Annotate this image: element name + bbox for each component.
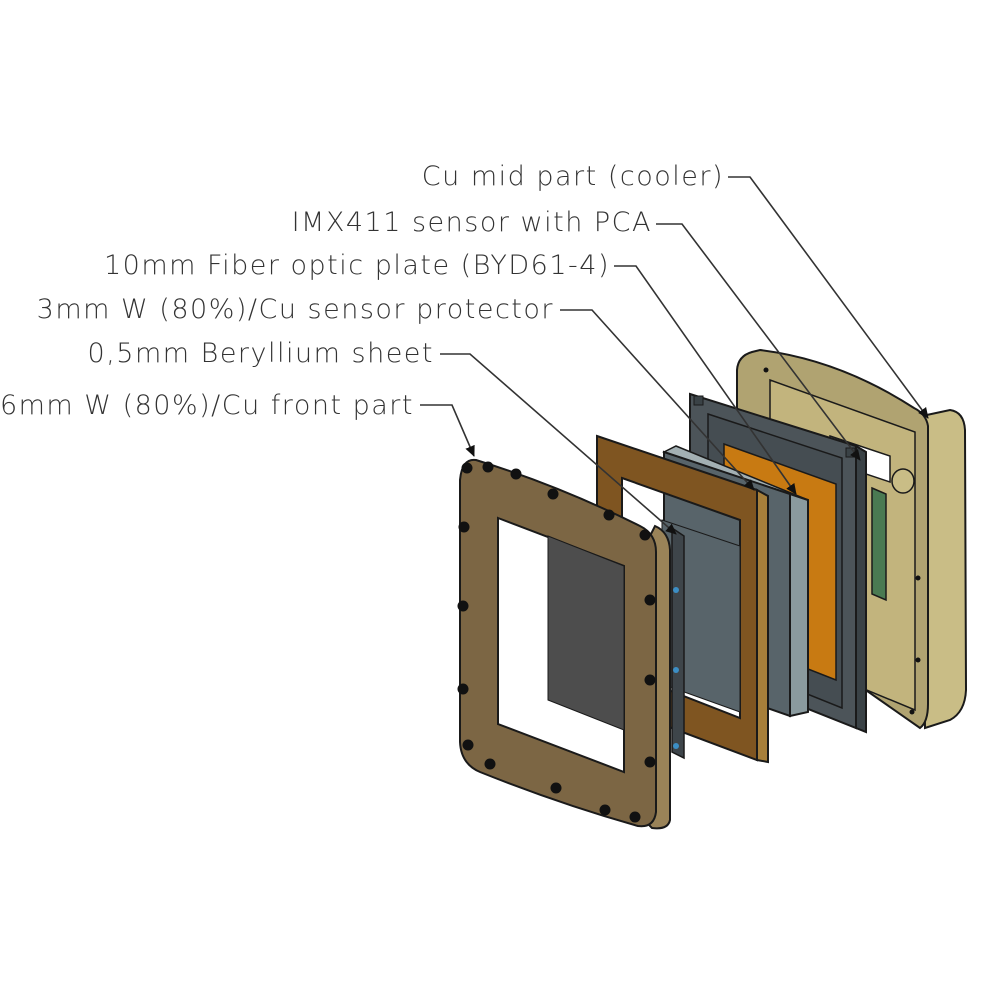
sensor-tab <box>693 395 704 406</box>
cooler-hole <box>909 709 915 715</box>
bolt <box>644 756 656 768</box>
bolt <box>482 461 494 473</box>
bolt <box>599 804 611 816</box>
bolt <box>644 594 656 606</box>
label-fiber: 10mm Fiber optic plate (BYD61-4) <box>103 250 610 281</box>
protector-side <box>789 492 809 718</box>
label-sensor: IMX411 sensor with PCA <box>291 207 652 238</box>
leader-protector <box>560 309 755 491</box>
leader-beryllium <box>440 353 677 535</box>
leader-lines <box>420 176 929 535</box>
bolt <box>457 683 469 695</box>
bolt <box>644 674 656 686</box>
cooler-hole <box>763 367 769 373</box>
thin-plate-side <box>671 526 685 760</box>
label-beryllium: 0,5mm Beryllium sheet <box>87 338 434 369</box>
leader-front <box>420 404 475 457</box>
front-bolts <box>457 461 656 823</box>
leader-cooler <box>728 176 929 419</box>
bolt <box>603 509 615 521</box>
leader-sensor <box>656 223 861 461</box>
label-protector: 3mm W (80%)/Cu sensor protector <box>36 294 554 325</box>
bolt <box>550 782 562 794</box>
bolt <box>639 529 651 541</box>
cooler-side <box>920 408 968 730</box>
thin-plate-pin <box>673 587 679 593</box>
label-cooler: Cu mid part (cooler) <box>421 161 724 192</box>
bolt <box>510 468 522 480</box>
bolt <box>461 462 473 474</box>
label-front: 6mm W (80%)/Cu front part <box>0 390 414 421</box>
thin-plate-pin <box>673 667 679 673</box>
thin-plate-part <box>671 526 685 760</box>
bolt <box>462 739 474 751</box>
bolt <box>629 811 641 823</box>
bolt <box>547 488 559 500</box>
cooler-knob <box>891 468 915 494</box>
leader-fiber <box>614 265 797 495</box>
pcb-board <box>871 486 887 602</box>
sensor-frame-side <box>855 444 867 734</box>
bolt <box>457 600 469 612</box>
thin-plate-pin <box>673 743 679 749</box>
front-part <box>457 458 671 830</box>
cooler-hole <box>915 657 921 663</box>
beryllium-side <box>756 488 769 764</box>
cooler-hole <box>915 575 921 581</box>
bolt <box>484 758 496 770</box>
front-window-inner <box>547 535 625 731</box>
bolt <box>458 521 470 533</box>
